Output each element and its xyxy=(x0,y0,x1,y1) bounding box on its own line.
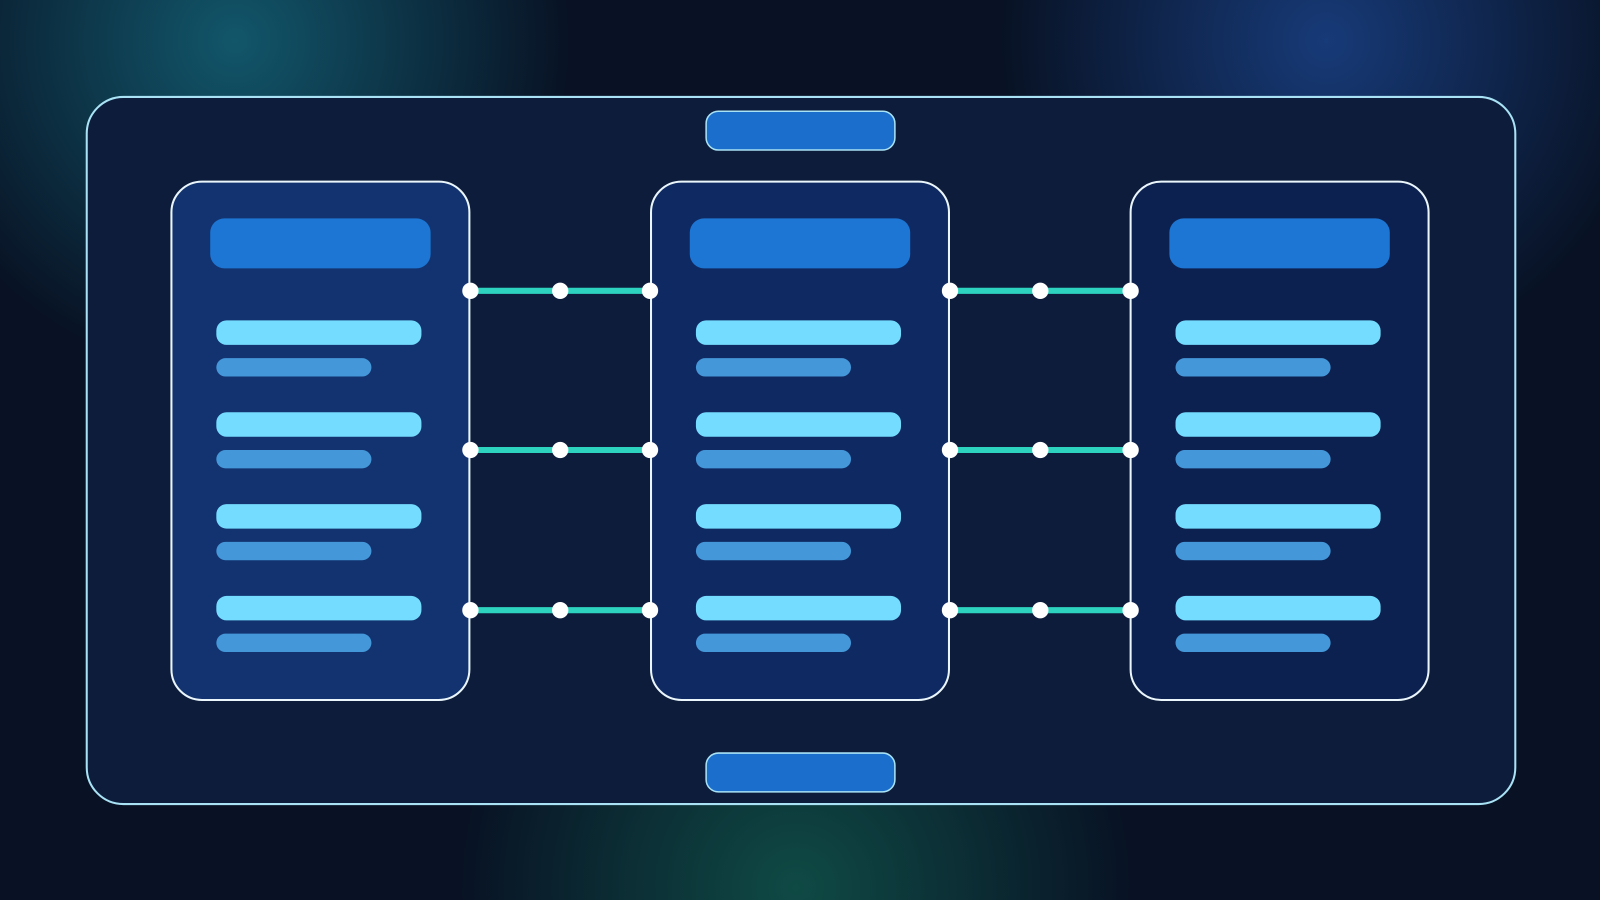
row-secondary-bar xyxy=(216,358,372,377)
connector-node xyxy=(1122,282,1139,299)
connector-node xyxy=(941,282,959,299)
row-primary-bar xyxy=(695,595,902,621)
row-secondary-bar xyxy=(216,541,372,561)
row-primary-bar xyxy=(695,320,902,345)
row-secondary-bar xyxy=(695,450,852,469)
connector-node xyxy=(552,282,569,299)
connector-node xyxy=(1032,602,1049,619)
card-body xyxy=(1129,180,1430,702)
connector-node xyxy=(641,282,659,299)
row-secondary-bar xyxy=(1175,633,1331,653)
connector-node xyxy=(1122,441,1139,459)
connector-1 xyxy=(462,441,659,459)
connector-2 xyxy=(941,441,1139,459)
card-1 xyxy=(170,180,471,702)
connector-node xyxy=(462,282,479,299)
row-primary-bar xyxy=(216,595,422,621)
connector-1 xyxy=(462,602,659,619)
row-secondary-bar xyxy=(695,358,852,377)
row-primary-bar xyxy=(1175,504,1381,529)
row-secondary-bar xyxy=(1175,541,1331,561)
card-3 xyxy=(1129,180,1430,702)
row-primary-bar xyxy=(216,320,422,345)
connector-1 xyxy=(462,282,659,299)
row-secondary-bar xyxy=(1175,358,1331,377)
card-header-bar xyxy=(1169,218,1390,269)
row-primary-bar xyxy=(1175,412,1381,437)
connector-node xyxy=(552,441,569,459)
card-header-bar xyxy=(210,218,431,269)
row-primary-bar xyxy=(1175,595,1381,621)
card-2 xyxy=(650,180,950,702)
row-primary-bar xyxy=(695,504,902,529)
row-secondary-bar xyxy=(695,541,852,561)
connector-node xyxy=(462,602,479,619)
row-primary-bar xyxy=(1175,320,1381,345)
connector-node xyxy=(941,441,959,459)
connector-2 xyxy=(941,602,1139,619)
connector-node xyxy=(641,602,659,619)
row-secondary-bar xyxy=(695,633,852,653)
connector-node xyxy=(641,441,659,459)
connector-node xyxy=(1032,441,1049,459)
row-secondary-bar xyxy=(216,633,372,653)
row-primary-bar xyxy=(695,412,902,437)
connector-node xyxy=(462,441,479,459)
connector-node xyxy=(1122,602,1139,619)
connector-node xyxy=(1032,282,1049,299)
row-secondary-bar xyxy=(1175,450,1331,469)
card-body xyxy=(170,180,471,702)
bottom-pill xyxy=(705,752,896,793)
connector-2 xyxy=(941,282,1139,299)
row-primary-bar xyxy=(216,504,422,529)
connector-node xyxy=(941,602,959,619)
row-primary-bar xyxy=(216,412,422,437)
card-body xyxy=(650,180,950,702)
connector-node xyxy=(552,602,569,619)
row-secondary-bar xyxy=(216,450,372,469)
card-header-bar xyxy=(689,218,911,269)
top-pill xyxy=(705,110,896,151)
